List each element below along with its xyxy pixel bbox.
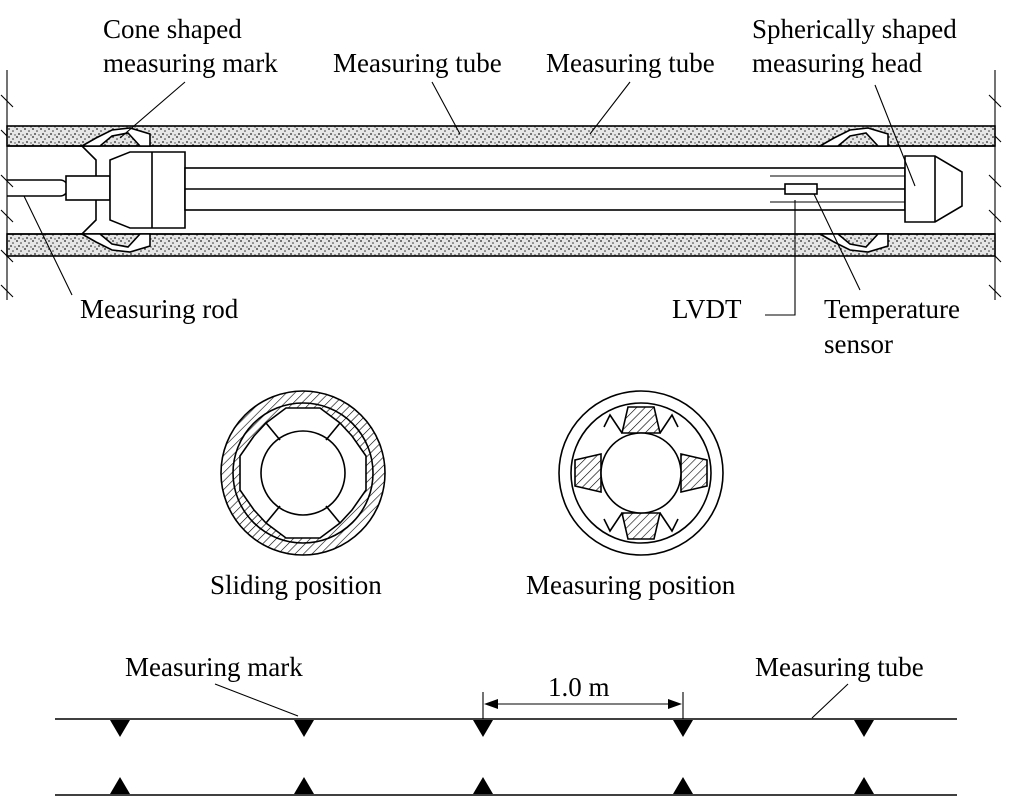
label-sliding-position: Sliding position	[210, 570, 382, 600]
cone-measuring-mark-right	[816, 127, 889, 253]
label-cone-mark-line1: Cone shaped	[103, 14, 242, 44]
cross-section-measuring: Measuring position	[526, 390, 736, 600]
dimension-1m: 1.0 m	[482, 672, 684, 719]
tube-section-view: Cone shaped measuring mark Measuring tub…	[0, 14, 1002, 359]
label-cone-mark-line2: measuring mark	[103, 48, 278, 78]
leader-lines	[23, 81, 916, 316]
marks-top	[110, 720, 874, 737]
label-lvdt: LVDT	[672, 294, 742, 324]
label-spherical-head-line2: measuring head	[752, 48, 923, 78]
bottom-leaders	[214, 683, 849, 719]
measuring-mark-spacing-view: 1.0 m Measuring mark Measuring tube	[55, 652, 957, 796]
probe-left-head	[109, 151, 186, 229]
label-measuring-mark: Measuring mark	[125, 652, 303, 682]
label-measuring-rod: Measuring rod	[80, 294, 239, 324]
label-measuring-position: Measuring position	[526, 570, 736, 600]
lvdt-core	[784, 183, 818, 195]
label-temp-sensor-line2: sensor	[824, 329, 893, 359]
label-spherical-head-line1: Spherically shaped	[752, 14, 957, 44]
label-temp-sensor-line1: Temperature	[824, 294, 960, 324]
marks-bottom	[110, 777, 874, 794]
measuring-rod	[7, 175, 111, 201]
label-spacing: 1.0 m	[548, 672, 610, 702]
cross-section-sliding: Sliding position	[210, 390, 386, 600]
spherical-measuring-head	[904, 155, 963, 223]
cone-measuring-mark-left	[64, 127, 151, 253]
label-measuring-tube-1: Measuring tube	[333, 48, 502, 78]
label-measuring-tube-2: Measuring tube	[546, 48, 715, 78]
label-measuring-tube-3: Measuring tube	[755, 652, 924, 682]
